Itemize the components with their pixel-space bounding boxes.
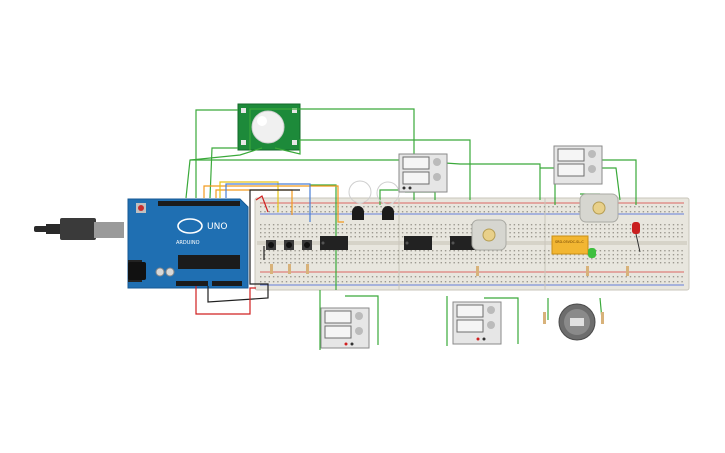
diode-outline-2 xyxy=(376,181,400,205)
arduino-uno-board[interactable]: UNO ARDUINO xyxy=(34,198,249,289)
pushbutton-1[interactable] xyxy=(266,240,276,250)
atmega-chip xyxy=(178,255,240,269)
pushbutton-3[interactable] xyxy=(302,240,312,250)
battery-pack-3[interactable] xyxy=(320,307,370,349)
relay-label: SRD-05VDC-SL-C xyxy=(555,240,584,244)
battery-pack-4[interactable] xyxy=(452,301,502,345)
dc-motor-2[interactable] xyxy=(579,193,619,223)
relay-module[interactable]: SRD-05VDC-SL-C xyxy=(551,235,589,255)
board-brand: ARDUINO xyxy=(176,240,200,246)
pir-sensor[interactable] xyxy=(237,103,301,151)
battery-pack-2[interactable] xyxy=(553,145,603,185)
dc-motor-1[interactable] xyxy=(471,219,507,251)
breadboard-holes xyxy=(260,206,683,283)
ic-chip-3[interactable] xyxy=(450,236,478,250)
pir-dome-icon xyxy=(251,110,285,144)
transistor-2[interactable] xyxy=(382,206,394,220)
board-model: UNO xyxy=(207,222,227,232)
green-led-icon[interactable] xyxy=(588,248,596,258)
usb-port[interactable] xyxy=(94,222,124,238)
power-header[interactable] xyxy=(176,281,208,286)
ic-chip-1[interactable] xyxy=(320,236,348,250)
coin-battery[interactable] xyxy=(558,303,596,341)
transistor-1[interactable] xyxy=(352,206,364,220)
diode-outline-1 xyxy=(348,180,372,204)
resistors xyxy=(270,264,629,324)
red-led-icon[interactable] xyxy=(632,222,641,253)
battery-pack-1[interactable] xyxy=(398,153,448,193)
ic-chip-2[interactable] xyxy=(404,236,432,250)
analog-header[interactable] xyxy=(212,281,242,286)
usb-cable-icon xyxy=(34,226,48,232)
arduino-logo-icon xyxy=(177,218,203,234)
pushbutton-2[interactable] xyxy=(284,240,294,250)
digital-header[interactable] xyxy=(158,201,240,206)
